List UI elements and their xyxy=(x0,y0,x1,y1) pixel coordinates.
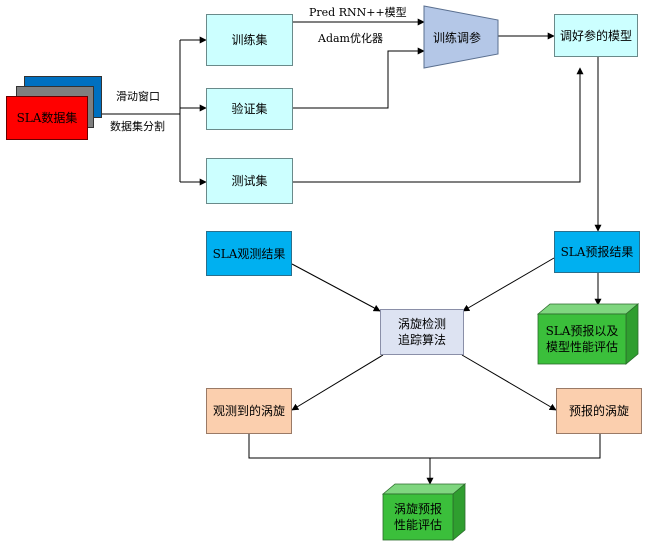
eddy-algo-line2: 追踪算法 xyxy=(397,333,446,347)
sla-eval-line2: 模型性能评估 xyxy=(545,340,618,354)
sla-pred-box: SLA预报结果 xyxy=(554,231,640,273)
train-box: 训练集 xyxy=(206,14,293,66)
eddy-algo-box: 涡旋检测 追踪算法 xyxy=(380,309,464,355)
observed-eddy-box: 观测到的涡旋 xyxy=(206,388,292,434)
predicted-eddy-box: 预报的涡旋 xyxy=(556,388,642,434)
split-label-2: 数据集分割 xyxy=(110,120,165,133)
model-label: Pred RNN++模型 xyxy=(309,6,407,19)
test-box: 测试集 xyxy=(206,158,293,204)
train-label: 训练集 xyxy=(231,33,268,47)
sla-eval-box-shape xyxy=(536,303,640,365)
merge-line xyxy=(248,434,601,459)
arrow-pred-algo xyxy=(462,257,555,312)
optimizer-label: Adam优化器 xyxy=(318,32,383,45)
arrow-algo-predicted xyxy=(461,354,557,411)
eddy-eval-box: 涡旋预报 性能评估 xyxy=(383,494,453,540)
tuning-label: 训练调参 xyxy=(433,31,482,45)
sla-obs-label: SLA观测结果 xyxy=(212,246,286,261)
tuning-shape xyxy=(423,5,499,69)
test-label: 测试集 xyxy=(231,174,268,188)
sla-eval-box: SLA预报以及 模型性能评估 xyxy=(538,314,626,364)
dataset-label: SLA数据集 xyxy=(16,111,78,125)
eddy-eval-line1: 涡旋预报 xyxy=(393,502,442,516)
dataset-box: SLA数据集 xyxy=(6,96,88,140)
tuned-model-label: 调好参的模型 xyxy=(559,28,632,43)
predicted-eddy-label: 预报的涡旋 xyxy=(568,404,629,418)
sla-eval-line1: SLA预报以及 xyxy=(545,324,619,338)
arrow-obs-algo xyxy=(291,263,381,312)
arrow-algo-observed xyxy=(291,354,384,411)
eddy-eval-box-shape xyxy=(381,483,467,541)
tuned-model-box: 调好参的模型 xyxy=(554,14,638,57)
eddy-algo-line1: 涡旋检测 xyxy=(397,317,446,331)
sla-pred-label: SLA预报结果 xyxy=(560,245,634,259)
eddy-eval-line2: 性能评估 xyxy=(393,518,442,532)
sla-obs-box: SLA观测结果 xyxy=(206,231,292,276)
valid-label: 验证集 xyxy=(231,102,268,116)
valid-box: 验证集 xyxy=(206,88,293,130)
arrow-valid-tuning xyxy=(293,47,425,109)
observed-eddy-label: 观测到的涡旋 xyxy=(212,404,285,418)
split-label-1: 滑动窗口 xyxy=(116,90,160,103)
arrow-test-model xyxy=(293,67,584,183)
